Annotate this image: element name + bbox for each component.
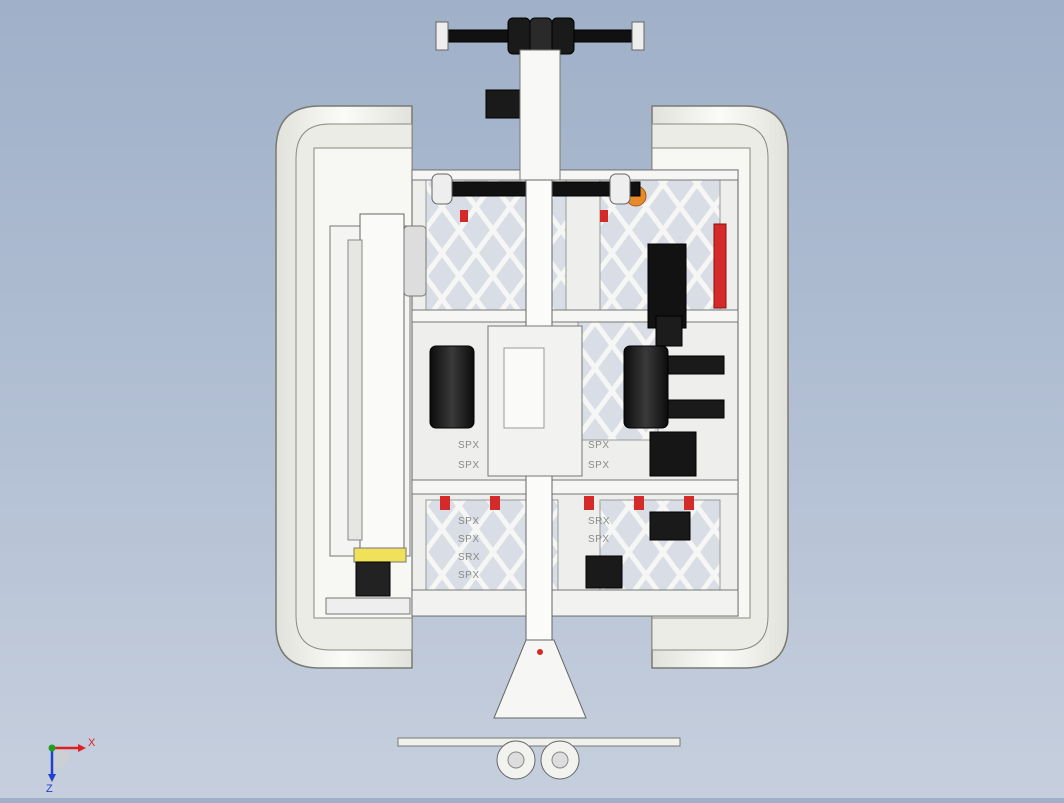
plate-label: SPX [588, 534, 610, 545]
plate-label: SPX [458, 534, 480, 545]
plate-label: SPX [588, 460, 610, 471]
right-drive-wheel[interactable] [623, 345, 669, 429]
plate-label: SRX [458, 552, 480, 563]
axis-triad: X Z [46, 737, 96, 795]
plate-label: SPX [458, 516, 480, 527]
plate-label: SPX [458, 440, 480, 451]
plate-label: SPX [458, 460, 480, 471]
left-drive-wheel[interactable] [429, 345, 475, 429]
right-electronics[interactable] [585, 185, 727, 589]
plate-label: SPX [458, 570, 480, 581]
top-intake-roller[interactable] [435, 17, 645, 119]
plate-labels: SPX SPX SPX SPX SRX SPX SPX SPX SRX SPX [458, 440, 610, 581]
plate-label: SPX [588, 440, 610, 451]
left-lift-column[interactable] [325, 213, 427, 615]
plate-label: SRX [588, 516, 610, 527]
z-axis-label: Z [46, 783, 53, 795]
red-brackets [440, 210, 694, 510]
central-arm[interactable] [397, 49, 681, 780]
x-axis-label: X [88, 737, 96, 749]
